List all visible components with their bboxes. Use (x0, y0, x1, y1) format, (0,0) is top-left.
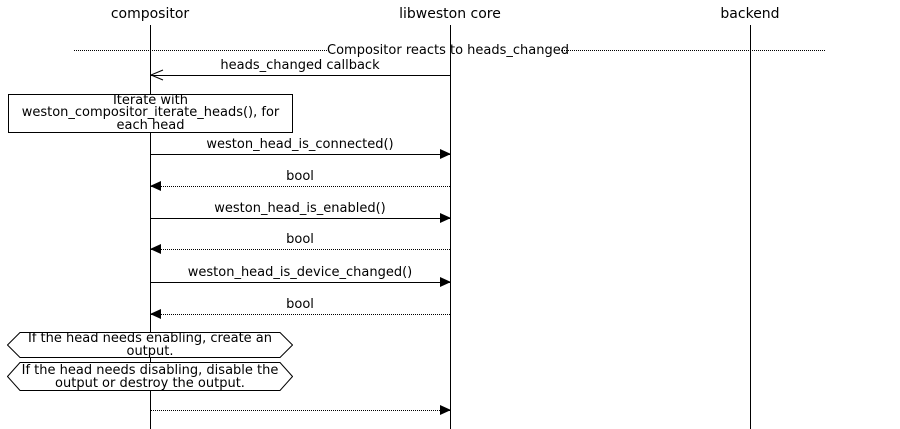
lifeline-compositor (150, 25, 151, 429)
iterate-note: Iterate with weston_compositor_iterate_h… (8, 94, 293, 133)
msg-bool-return-3-label: bool (286, 297, 314, 312)
msg-bool-return-2-line (150, 249, 450, 250)
actor-label-libweston-core: libweston core (399, 6, 501, 22)
msg-weston-head-is-connected-line (150, 154, 450, 155)
divider-line-left (74, 50, 327, 51)
enable-output-note: If the head needs enabling, create an ou… (7, 332, 293, 358)
divider-title: Compositor reacts to heads_changed (327, 43, 569, 58)
msg-bool-return-3-line (150, 314, 450, 315)
actor-label-compositor: compositor (110, 6, 190, 22)
msg-weston-head-is-enabled-line (150, 218, 450, 219)
open-arrowhead-left-icon (150, 69, 164, 81)
lifeline-backend (750, 25, 751, 429)
filled-arrowhead-left-icon (150, 244, 161, 254)
disable-output-note: If the head needs disabling, disable the… (7, 362, 293, 391)
msg-iteration-done-line (150, 410, 450, 411)
actor-label-backend: backend (720, 6, 780, 22)
enable-output-note-text: If the head needs enabling, create an ou… (27, 331, 273, 359)
hexagon-shape (7, 362, 293, 391)
msg-heads-changed-callback-label: heads_changed callback (220, 58, 380, 73)
msg-weston-head-is-enabled-label: weston_head_is_enabled() (214, 201, 386, 216)
msg-heads-changed-callback-line (150, 75, 450, 76)
divider-line-right (561, 50, 825, 51)
filled-arrowhead-right-icon (440, 149, 451, 159)
msg-bool-return-2-label: bool (286, 232, 314, 247)
disable-output-note-text: If the head needs disabling, disable the… (21, 362, 279, 391)
lifeline-libweston-core (450, 25, 451, 429)
filled-arrowhead-left-icon (150, 181, 161, 191)
msg-weston-head-is-device-changed-label: weston_head_is_device_changed() (187, 265, 413, 280)
msg-bool-return-1-line (150, 186, 450, 187)
filled-arrowhead-right-icon (440, 277, 451, 287)
filled-arrowhead-left-icon (150, 309, 161, 319)
msg-weston-head-is-connected-label: weston_head_is_connected() (206, 137, 394, 152)
msg-weston-head-is-device-changed-line (150, 282, 450, 283)
hexagon-shape (7, 332, 293, 358)
msg-bool-return-1-label: bool (286, 169, 314, 184)
filled-arrowhead-right-icon (440, 405, 451, 415)
filled-arrowhead-right-icon (440, 213, 451, 223)
